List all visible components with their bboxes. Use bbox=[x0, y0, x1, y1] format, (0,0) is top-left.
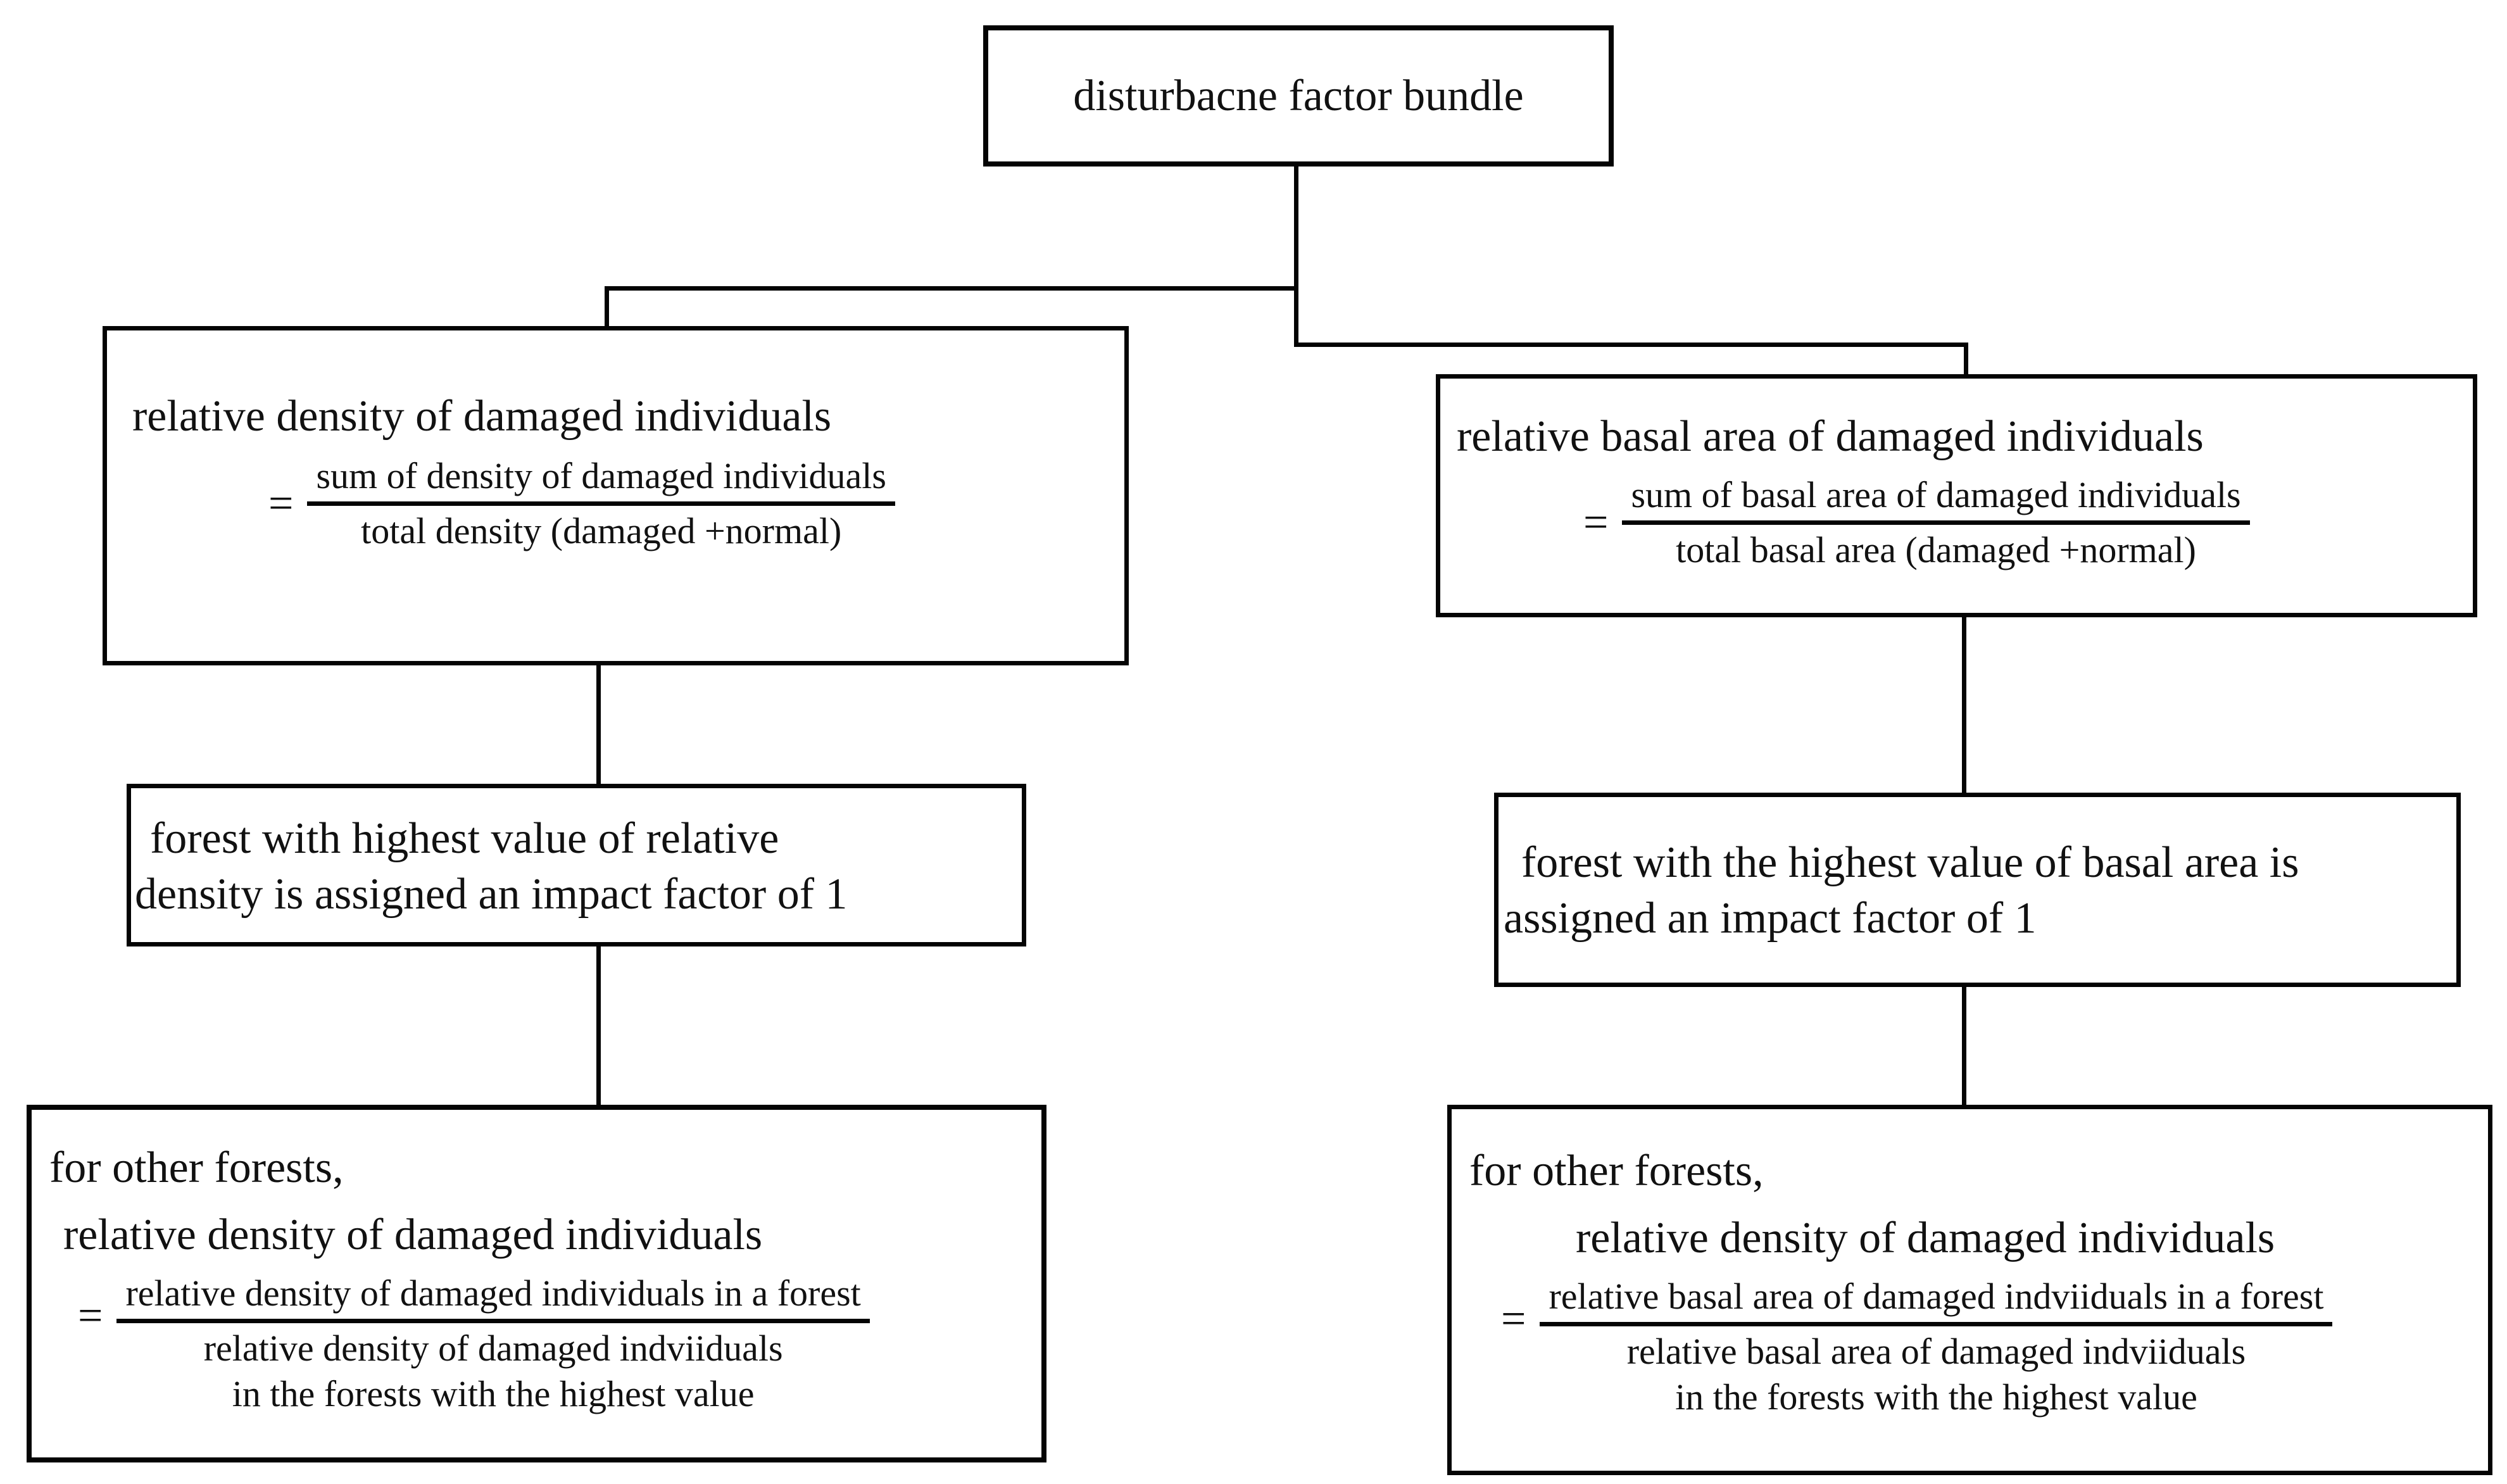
left-other-line1: for other forests, bbox=[49, 1143, 344, 1192]
equals-sign: = bbox=[268, 479, 294, 528]
right-other-forests-box: for other forests, relative density of d… bbox=[1447, 1105, 2492, 1475]
fraction-denominator-line2: in the forests with the highest value bbox=[1675, 1376, 2197, 1418]
left-assignment-line2: density is assigned an impact factor of … bbox=[135, 870, 848, 919]
connector-right-branch-horizontal bbox=[1294, 343, 1968, 347]
right-definition-title: relative basal area of damaged individua… bbox=[1457, 412, 2204, 461]
connector-left-definition-to-assignment bbox=[596, 662, 601, 788]
right-other-line1: for other forests, bbox=[1469, 1147, 1764, 1195]
fraction-numerator: sum of density of damaged individuals bbox=[307, 453, 895, 506]
connector-right-assignment-to-other bbox=[1962, 983, 1966, 1109]
connector-left-assignment-to-other bbox=[596, 943, 601, 1109]
right-definition-box: relative basal area of damaged individua… bbox=[1436, 374, 2477, 617]
connector-left-branch-vertical bbox=[605, 286, 609, 330]
right-assignment-line1: forest with the highest value of basal a… bbox=[1521, 838, 2299, 887]
left-other-fraction: relative density of damaged individuals … bbox=[116, 1271, 870, 1417]
equals-sign: = bbox=[1583, 498, 1609, 547]
root-box: disturbacne factor bundle bbox=[983, 25, 1614, 167]
right-other-fraction: relative basal area of damaged indviidua… bbox=[1540, 1274, 2333, 1420]
left-assignment-line1: forest with highest value of relative bbox=[150, 814, 779, 863]
right-other-line2: relative density of damaged individuals bbox=[1576, 1214, 2275, 1262]
fraction-denominator-line1: relative density of damaged indviiduals bbox=[203, 1328, 783, 1369]
connector-right-definition-to-assignment bbox=[1962, 613, 1966, 796]
left-definition-title: relative density of damaged individuals bbox=[132, 392, 832, 441]
right-assignment-line2: assigned an impact factor of 1 bbox=[1504, 894, 2037, 943]
equals-sign: = bbox=[78, 1292, 103, 1340]
connector-right-branch-vertical bbox=[1964, 343, 1968, 379]
left-definition-equation: = sum of density of damaged individuals … bbox=[268, 453, 1105, 554]
connector-trunk-vertical bbox=[1294, 163, 1298, 347]
fraction-denominator: relative basal area of damaged indviidua… bbox=[1540, 1326, 2332, 1420]
right-definition-fraction: sum of basal area of damaged individuals… bbox=[1622, 472, 2250, 573]
fraction-numerator: sum of basal area of damaged individuals bbox=[1622, 472, 2250, 525]
connector-left-branch-horizontal bbox=[605, 286, 1298, 291]
root-label: disturbacne factor bundle bbox=[1073, 71, 1524, 120]
left-other-line2: relative density of damaged individuals bbox=[63, 1210, 763, 1259]
right-definition-equation: = sum of basal area of damaged individua… bbox=[1583, 472, 2460, 573]
right-other-equation: = relative basal area of damaged indviid… bbox=[1501, 1274, 2479, 1420]
left-other-forests-box: for other forests, relative density of d… bbox=[27, 1105, 1046, 1462]
equals-sign: = bbox=[1501, 1295, 1526, 1343]
fraction-denominator-line1: relative basal area of damaged indviidua… bbox=[1626, 1331, 2246, 1372]
fraction-numerator: relative density of damaged individuals … bbox=[116, 1271, 870, 1323]
fraction-numerator: relative basal area of damaged indviidua… bbox=[1540, 1274, 2333, 1326]
left-definition-fraction: sum of density of damaged individuals to… bbox=[307, 453, 895, 554]
fraction-denominator: total density (damaged +normal) bbox=[361, 510, 842, 551]
fraction-denominator: relative density of damaged indviiduals … bbox=[116, 1323, 869, 1417]
fraction-denominator: total basal area (damaged +normal) bbox=[1676, 529, 2196, 570]
left-assignment-box: forest with highest value of relative de… bbox=[127, 784, 1026, 946]
left-definition-box: relative density of damaged individuals … bbox=[103, 326, 1129, 665]
left-other-equation: = relative density of damaged individual… bbox=[78, 1271, 1032, 1417]
fraction-denominator-line2: in the forests with the highest value bbox=[232, 1373, 755, 1414]
right-assignment-box: forest with the highest value of basal a… bbox=[1494, 793, 2461, 987]
